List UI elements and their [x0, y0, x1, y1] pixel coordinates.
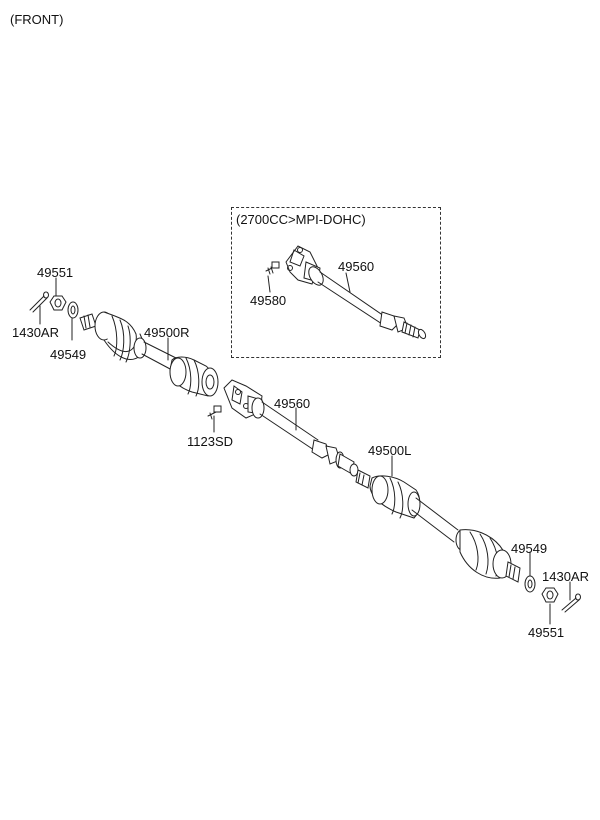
nut-right-icon [541, 587, 559, 603]
label-nut-left: 49551 [37, 265, 74, 280]
cotter-pin-left-icon [29, 291, 49, 313]
label-cotter-pin-left: 1430AR [12, 325, 59, 340]
inset-bolt-icon [265, 261, 280, 275]
label-nut-right: 49551 [528, 625, 565, 640]
washer-right-icon [524, 575, 536, 593]
outer-cv-joint-left-icon [455, 529, 521, 583]
front-view-label: (FRONT) [10, 12, 64, 27]
intermediate-shaft-icon [259, 401, 359, 477]
inset-shaft-icon [317, 271, 427, 340]
inner-cv-joint-left-icon [355, 469, 421, 519]
label-intermediate-shaft: 49560 [274, 396, 311, 411]
inset-box [231, 207, 441, 358]
label-shaft-right: 49500R [144, 325, 190, 340]
nut-left-icon [49, 295, 67, 311]
label-bolt: 1123SD [187, 434, 234, 449]
label-washer-left: 49549 [50, 347, 87, 362]
intermediate-bracket-icon [223, 379, 265, 419]
label-washer-right: 49549 [511, 541, 548, 556]
label-inset-bolt: 49580 [250, 293, 287, 308]
label-shaft-left: 49500L [368, 443, 412, 458]
inset-bracket-icon [285, 245, 324, 286]
label-cotter-pin-right: 1430AR [542, 569, 589, 584]
washer-left-icon [67, 301, 79, 319]
outer-cv-joint-right-icon [79, 311, 147, 363]
label-inset-shaft: 49560 [338, 259, 375, 274]
inner-cv-joint-right-icon [169, 356, 219, 397]
inset-title: (2700CC>MPI-DOHC) [236, 212, 366, 227]
bolt-icon [207, 405, 222, 420]
cotter-pin-right-icon [561, 593, 581, 613]
